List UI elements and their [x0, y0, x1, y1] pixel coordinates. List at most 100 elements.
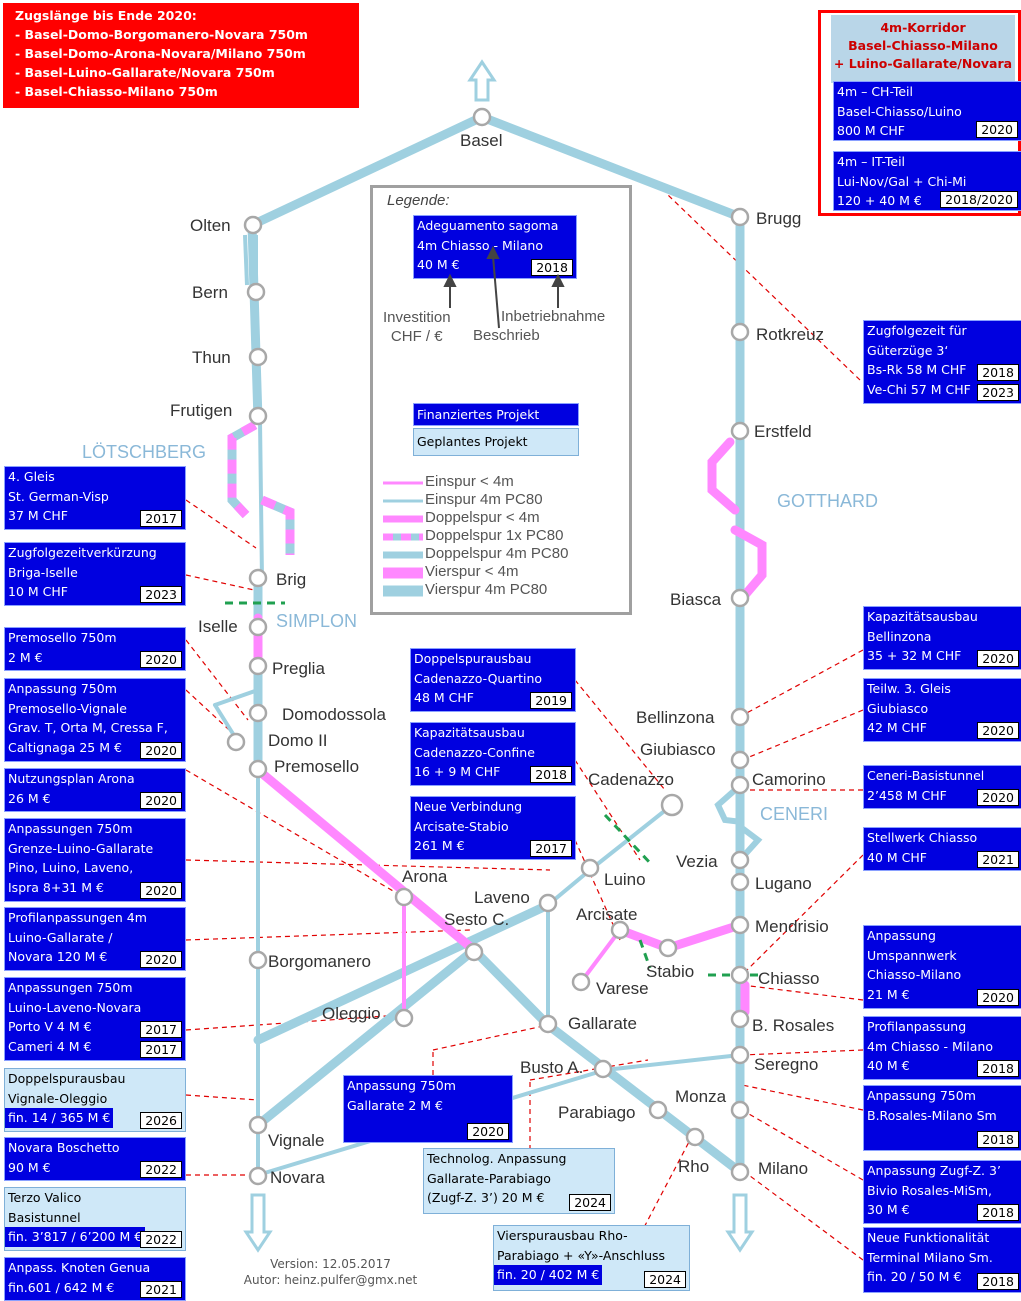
legend: Legende: Adeguamento sagoma 4m Chiasso -… [370, 185, 632, 615]
station-brosales: B. Rosales [752, 1016, 834, 1035]
project-line: Profilanpassungen 4m [8, 910, 147, 925]
project-line: Ceneri-Basistunnel [867, 768, 985, 783]
project-line: 2 M € [8, 649, 43, 665]
project-line: Vierspurausbau Rho- [497, 1228, 628, 1243]
track-double-4m [247, 112, 745, 1177]
station-bellinzona: Bellinzona [636, 708, 715, 727]
project-line: Zugfolgezeit für [867, 323, 967, 338]
station-mendrisio: Mendrisio [755, 917, 829, 936]
station-cadenazzo: Cadenazzo [588, 770, 674, 789]
project-line: Umspannwerk [867, 947, 957, 963]
station-bern: Bern [192, 283, 228, 302]
year-badge: 2019 [530, 692, 572, 709]
year-badge: 2022 [140, 1231, 182, 1248]
corridor-title: 4m-Korridor Basel-Chiasso-Milano + Luino… [831, 15, 1015, 83]
year-badge: 2024 [644, 1271, 686, 1288]
project-line: Anpassung Zugf-Z. 3’ [867, 1163, 1001, 1178]
project-line: Briga-Iselle [8, 564, 78, 580]
project-line: Terzo Valico [8, 1190, 82, 1205]
project-line: St. German-Visp [8, 488, 109, 504]
station-busto: Busto A. [520, 1058, 583, 1077]
project-line: 4m Chiasso - Milano [867, 1038, 993, 1054]
year-badge: 2020 [977, 789, 1019, 806]
project-line: Kapazitätsausbau [414, 725, 525, 740]
project-line: Doppelspurausbau [414, 651, 532, 666]
project-line: Kapazitätsausbau [867, 609, 978, 624]
year-badge: 2018 [531, 259, 573, 276]
project-line: 40 M € [867, 1058, 910, 1073]
project-line: 40 M CHF [867, 849, 927, 865]
project-line: Technolog. Anpassung [427, 1151, 567, 1166]
station-domodossola: Domodossola [282, 705, 386, 724]
project-line: Cadenazzo-Confine [414, 744, 535, 760]
financing-label: fin. 20 / 50 M € [864, 1267, 965, 1287]
project-line: Gallarate 2 M € [347, 1097, 443, 1113]
project-line: Parabiago + «Y»-Anschluss [497, 1247, 666, 1263]
year-badge: 2020 [140, 882, 182, 899]
footer: Version: 12.05.2017 Autor: heinz.pulfer@… [228, 1256, 433, 1288]
station-brugg: Brugg [756, 209, 801, 228]
station-laveno: Laveno [474, 888, 530, 907]
project-line: Anpassungen 750m [8, 821, 133, 836]
track-single-lt4m [402, 893, 622, 1020]
project-line: Neue Funktionalität [867, 1230, 990, 1245]
border-lines [225, 601, 760, 977]
region-ceneri: CENERI [760, 804, 828, 824]
station-biasca: Biasca [670, 590, 722, 609]
station-iselle: Iselle [198, 617, 238, 636]
project-line: Bs-Rk 58 M CHF [867, 362, 967, 377]
station-basel: Basel [460, 131, 503, 150]
project-line: 261 M € [414, 838, 465, 853]
project-line: 10 M CHF [8, 584, 68, 599]
year-badge: 2018 [977, 1131, 1019, 1148]
region-gotthard: GOTTHARD [777, 491, 878, 511]
year-badge: 2021 [140, 1281, 182, 1298]
year-badge: 2018 [530, 766, 572, 783]
project-line: Terminal Milano Sm. [867, 1249, 993, 1265]
project-line: Anpassungen 750m [8, 980, 133, 995]
station-thun: Thun [192, 348, 231, 367]
notice-title: Zugslänge bis Ende 2020: [15, 8, 197, 23]
project-line: Novara Boschetto [8, 1140, 120, 1155]
financing-label: fin. 20 / 402 M € [494, 1265, 603, 1285]
project-line: Güterzüge 3‘ [867, 342, 949, 358]
project-line: Pino, Luino, Laveno, [8, 860, 134, 875]
project-line: Grav. T, Orta M, Cressa F, [8, 720, 168, 735]
project-line: Anpassung [867, 928, 936, 943]
project-line: Basistunnel [8, 1209, 81, 1225]
project-line: 90 M € [8, 1159, 51, 1175]
year-badge: 2020 [977, 989, 1019, 1006]
station-giubiasco: Giubiasco [640, 740, 716, 759]
station-novara: Novara [270, 1168, 325, 1187]
year-badge: 2020 [467, 1123, 509, 1140]
project-line: Teilw. 3. Gleis [867, 681, 951, 696]
project-line: Cameri 4 M € [8, 1038, 92, 1054]
legend-investition: Investition CHF / € [383, 309, 451, 345]
station-sesto: Sesto C. [444, 910, 509, 929]
corridor-it-part: 4m – IT-Teil Lui-Nov/Gal + Chi-Mi 120 + … [833, 151, 1021, 211]
project-line: Stellwerk Chiasso [867, 830, 978, 845]
project-line: Anpassung 750m [347, 1078, 456, 1093]
station-stabio: Stabio [646, 962, 694, 981]
year-badge: 2017 [530, 840, 572, 857]
direction-arrows [243, 59, 755, 1253]
station-lugano: Lugano [755, 874, 812, 893]
region-simplon: SIMPLON [276, 611, 357, 631]
project-line: Vignale-Oleggio [8, 1090, 108, 1106]
station-vezia: Vezia [676, 852, 718, 871]
year-badge: 2017 [140, 510, 182, 527]
station-domo2: Domo II [268, 731, 328, 750]
project-line: Anpass. Knoten Genua [8, 1260, 151, 1275]
